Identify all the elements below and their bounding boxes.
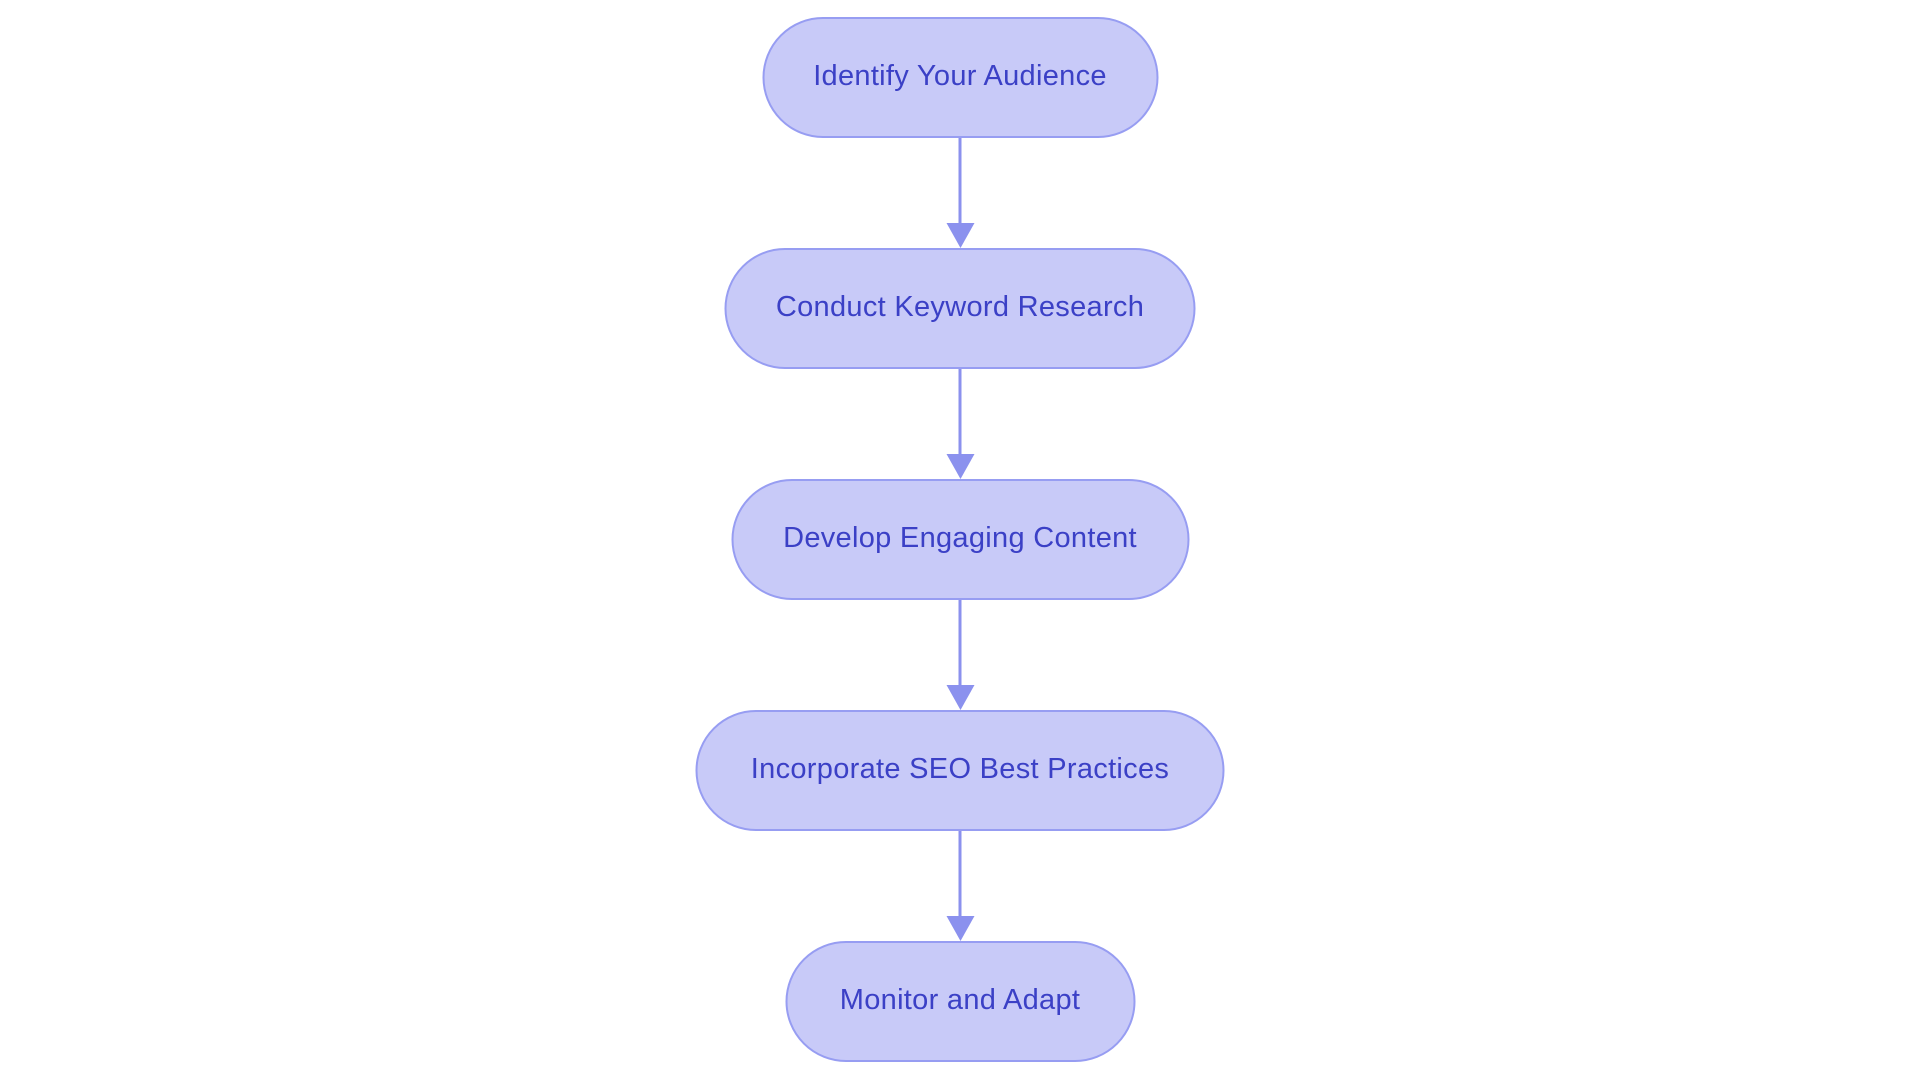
edge-line [958, 369, 962, 454]
flow-edge-4 [946, 831, 974, 941]
flowchart-canvas: Identify Your Audience Conduct Keyword R… [695, 17, 1225, 1062]
edge-line [958, 138, 962, 223]
arrow-down-icon [946, 916, 974, 941]
node-label: Identify Your Audience [813, 60, 1107, 92]
edge-line [958, 831, 962, 916]
arrow-down-icon [946, 685, 974, 710]
flow-edge-3 [946, 600, 974, 710]
flow-node-conduct-keyword-research[interactable]: Conduct Keyword Research [724, 248, 1196, 369]
arrow-down-icon [946, 223, 974, 248]
node-label: Develop Engaging Content [783, 522, 1137, 554]
flow-node-incorporate-seo-best-practices[interactable]: Incorporate SEO Best Practices [695, 710, 1225, 831]
node-label: Monitor and Adapt [839, 984, 1081, 1016]
flow-node-identify-your-audience[interactable]: Identify Your Audience [762, 17, 1158, 138]
node-label: Conduct Keyword Research [775, 291, 1145, 323]
arrow-down-icon [946, 454, 974, 479]
edge-line [958, 600, 962, 685]
flow-node-develop-engaging-content[interactable]: Develop Engaging Content [731, 479, 1189, 600]
node-label: Incorporate SEO Best Practices [750, 753, 1170, 785]
flow-node-monitor-and-adapt[interactable]: Monitor and Adapt [785, 941, 1135, 1062]
flow-edge-1 [946, 138, 974, 248]
flow-edge-2 [946, 369, 974, 479]
